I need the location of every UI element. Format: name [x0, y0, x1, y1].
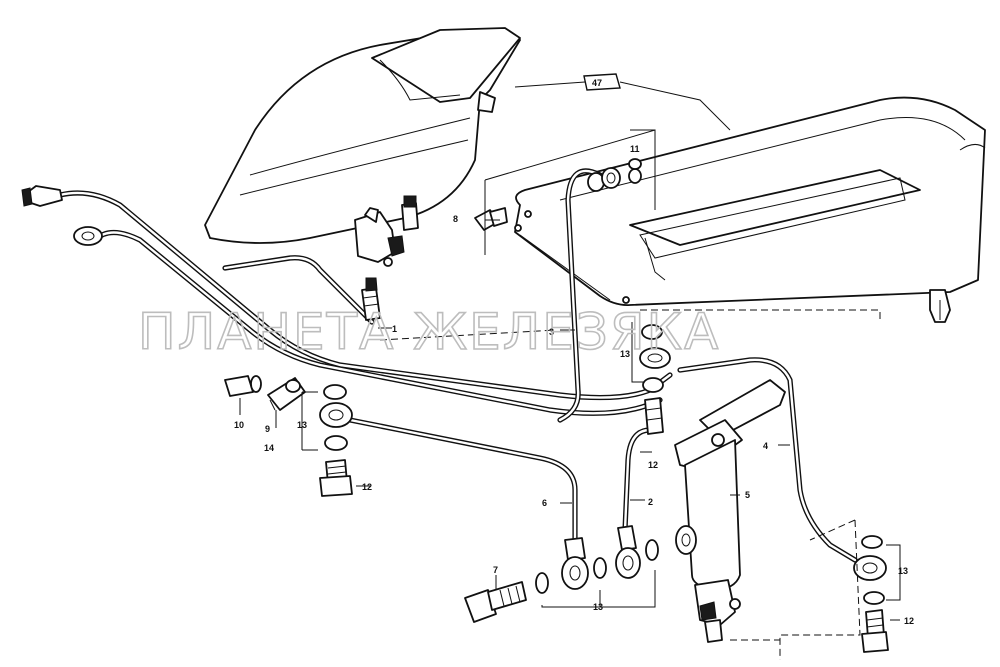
reference-badge-label: 47 [592, 78, 602, 88]
pipe-connector-1 [361, 277, 381, 321]
callout-1: 1 [392, 324, 397, 334]
callout-4: 4 [763, 441, 768, 451]
callout-12-mid: 12 [648, 460, 658, 470]
bolt-7 [464, 581, 527, 623]
callout-11: 11 [630, 144, 640, 154]
bolt-8 [474, 207, 508, 231]
union-fitting-top [639, 324, 671, 393]
brake-pipe-4 [677, 357, 887, 605]
clip-9 [267, 377, 306, 411]
callout-13-bottom: 13 [593, 602, 603, 612]
washers-13 [535, 539, 659, 594]
callout-5: 5 [745, 490, 750, 500]
callout-3: 3 [549, 327, 554, 337]
reservoir-outlet-fitting [354, 195, 419, 267]
brake-pipe-second [73, 226, 663, 416]
callout-2: 2 [648, 497, 653, 507]
callout-9: 9 [265, 424, 270, 434]
washers-11 [628, 158, 642, 170]
callout-7: 7 [493, 565, 498, 575]
callouts: 1 2 3 4 5 6 7 8 9 10 11 12 12 12 13 13 1… [234, 144, 914, 626]
brake-pipe-6 [319, 384, 589, 590]
callout-13-right: 13 [898, 566, 908, 576]
leader-lines [239, 81, 901, 660]
brake-pipe-long [21, 185, 673, 401]
callout-10: 10 [234, 420, 244, 430]
callout-14: 14 [264, 443, 274, 453]
reference-badge: 47 [583, 73, 621, 91]
callout-13-top: 13 [620, 349, 630, 359]
bolt-12-right [861, 609, 889, 653]
callout-8: 8 [453, 214, 458, 224]
callout-12-right: 12 [904, 616, 914, 626]
reservoir-hose [222, 255, 375, 325]
callout-6: 6 [542, 498, 547, 508]
brake-pipe-2 [615, 397, 664, 579]
pedal-housing-cover [514, 96, 986, 323]
bolt-12-left [319, 459, 353, 497]
callout-12-left: 12 [362, 482, 372, 492]
fluid-reservoir [204, 27, 521, 244]
master-cylinder [674, 379, 786, 643]
brake-pipe-3 [557, 167, 642, 423]
bolt-10 [224, 375, 262, 397]
callout-13-left: 13 [297, 420, 307, 430]
watermark: ПЛАНЕТА ЖЕЛЕЗЯКА [138, 303, 720, 361]
